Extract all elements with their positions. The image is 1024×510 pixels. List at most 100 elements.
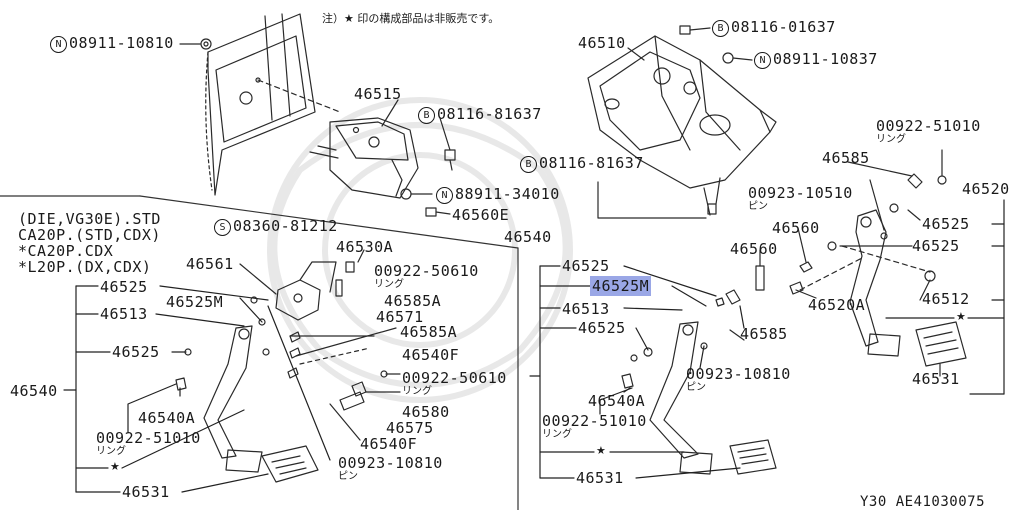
part-label-ring: リング: [542, 429, 572, 440]
diagram-code: Y30 AE41030075: [860, 494, 986, 510]
firewall-panel: [205, 13, 341, 196]
part-label-00922-51010-b: 00922-51010: [542, 412, 647, 430]
variant-line: (DIE,VG30E).STD: [18, 210, 161, 228]
part-label-pin: ピン: [686, 382, 706, 393]
bolt-icon: [335, 261, 355, 297]
part-label-46540-a: 46540: [10, 382, 58, 400]
bolt-icon: [444, 149, 456, 171]
part-label-pin: ピン: [338, 471, 358, 482]
not-sold-star-icon: ★: [956, 310, 967, 323]
bolt-icon: [621, 373, 634, 389]
part-label-46571: 46571: [376, 308, 424, 326]
part-label-46525-d: 46525: [578, 319, 626, 337]
nut-prefix-icon: N: [436, 187, 453, 204]
section-dividers: [0, 195, 519, 510]
pedal-bracket-46510: [587, 35, 777, 216]
screw-prefix-icon: S: [214, 219, 231, 236]
part-label-46585-a: 46585: [740, 325, 788, 343]
part-number: 08116-81637: [437, 105, 542, 123]
bolt-prefix-icon: B: [712, 20, 729, 37]
part-label-46512: 46512: [922, 290, 970, 308]
pedal-arm-middle: [649, 321, 713, 475]
part-label-46580: 46580: [402, 403, 450, 421]
part-label-46520A: 46520A: [808, 296, 866, 314]
bolt-icon: [755, 261, 813, 295]
part-label-46525-c: 46525: [562, 257, 610, 275]
nut-icon: [200, 38, 212, 50]
pedal-pad-icon: [915, 321, 967, 367]
bracket-46515: [309, 117, 419, 199]
part-label-00922-51010-a: 00922-51010: [96, 429, 201, 447]
part-label-46520: 46520: [962, 180, 1010, 198]
bracket-46530A: [275, 261, 337, 321]
part-label-46525-f: 46525: [912, 237, 960, 255]
pedal-arm-right: [849, 209, 901, 357]
variant-line: *L20P.(DX,CDX): [18, 258, 152, 276]
part-label-pin: ピン: [748, 201, 768, 212]
part-label-46525M-a: 46525M: [166, 293, 224, 311]
part-label-46531-a: 46531: [122, 483, 170, 501]
part-label-00922-50610-a: 00922-50610: [374, 262, 479, 280]
part-label-00922-50610-b: 00922-50610: [402, 369, 507, 387]
part-label-46530A: 46530A: [336, 238, 394, 256]
spring-icon: [715, 289, 741, 307]
part-label-46525M-b: 46525M: [590, 276, 652, 296]
highlighted-part-number[interactable]: 46525M: [590, 276, 652, 296]
part-label-46540-b: 46540: [504, 228, 552, 246]
variant-line: CA20P.(STD,CDX): [18, 226, 161, 244]
part-label-46510: 46510: [578, 34, 626, 52]
callout-bracket-middle: [529, 265, 745, 479]
part-label-46540A-a: 46540A: [138, 409, 196, 427]
part-label-46525-e: 46525: [922, 215, 970, 233]
part-label-00923-10810-b: 00923-10810: [686, 365, 791, 383]
part-number: 88911-34010: [455, 185, 560, 203]
part-label-ring: リング: [876, 134, 906, 145]
part-label-46560-b: 46560: [730, 240, 778, 258]
nut-prefix-icon: N: [50, 36, 67, 53]
bolt-prefix-icon: B: [418, 107, 435, 124]
callout-bracket-left: [63, 285, 331, 493]
part-label-46531-b: 46531: [576, 469, 624, 487]
part-label-46531-c: 46531: [912, 370, 960, 388]
switch-46575: [339, 381, 401, 411]
part-label-46540F-a: 46540F: [402, 346, 460, 364]
clip-icon: [250, 296, 270, 356]
part-label-46585A-b: 46585A: [400, 323, 458, 341]
part-label-46525-a: 46525: [100, 278, 148, 296]
part-number: 08360-81212: [233, 217, 338, 235]
part-number: 08116-01637: [731, 18, 836, 36]
nut-icon: [722, 52, 734, 64]
part-label-46560E: 46560E: [452, 206, 510, 224]
part-label-46525-b: 46525: [112, 343, 160, 361]
bolt-icon: [707, 203, 717, 215]
spring-icon: [889, 173, 923, 213]
callout-bracket-right: [885, 199, 1005, 395]
part-label-46585A-a: 46585A: [384, 292, 442, 310]
clip-icon: [630, 347, 653, 362]
part-number: 08911-10837: [773, 50, 878, 68]
nut-icon: [175, 348, 192, 391]
not-sold-star-icon: ★: [596, 444, 607, 457]
part-label-46575: 46575: [386, 419, 434, 437]
part-label-46561: 46561: [186, 255, 234, 273]
part-label-46585-b: 46585: [822, 149, 870, 167]
part-label-ring: リング: [402, 386, 432, 397]
bolt-icon: [425, 207, 451, 217]
part-number: 08911-10810: [69, 34, 174, 52]
part-label-46560-a: 46560: [772, 219, 820, 237]
note-text: 注）★ 印の構成部品は非販売です。: [322, 12, 500, 25]
part-label-ring: リング: [374, 279, 404, 290]
pedal-pad-icon: [729, 439, 777, 475]
part-label-00922-51010-c: 00922-51010: [876, 117, 981, 135]
part-label-46513-b: 46513: [562, 300, 610, 318]
watermark: [267, 97, 573, 403]
part-label-46540A-b: 46540A: [588, 392, 646, 410]
